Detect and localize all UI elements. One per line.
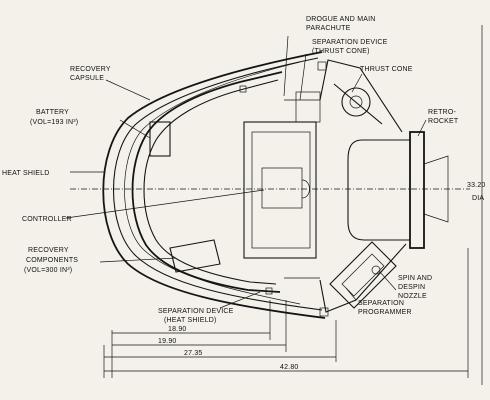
label-battery-line1: BATTERY (36, 109, 69, 116)
dimension-diameter-unit: DIA (472, 195, 484, 202)
label-sep-programmer-line2: PROGRAMMER (358, 309, 412, 316)
label-sep-thrust-line2: (THRUST CONE) (312, 48, 370, 55)
label-sep-heat-shield-line2: (HEAT SHIELD) (164, 317, 217, 324)
leader-sep-thrust (299, 53, 307, 101)
battery-block (149, 121, 171, 157)
label-drogue-line1: DROGUE AND MAIN (306, 16, 376, 23)
despin-nozzle-port (371, 265, 381, 275)
label-sep-heat-shield-line1: SEPARATION DEVICE (158, 308, 234, 315)
retro-rocket-nozzle (423, 155, 449, 223)
despin-nozzle-module (329, 241, 397, 309)
leader-recovery-capsule (105, 79, 151, 101)
label-despin-line3: NOZZLE (398, 293, 427, 300)
equipment-bay-inner (251, 131, 311, 249)
leader-thrust-cone (351, 73, 363, 93)
skin-fitting-4 (239, 85, 247, 93)
dimension-lines (103, 248, 469, 378)
parachute-pack (295, 91, 321, 123)
label-despin-line1: SPIN AND (398, 275, 432, 282)
retro-rocket-flange (409, 131, 425, 249)
heat-shield-outer (102, 51, 326, 319)
label-retro-line1: RETRO- (428, 109, 457, 116)
label-controller: CONTROLLER (22, 216, 72, 223)
controller-dome (301, 179, 310, 199)
spin-rocket-arm-upper (333, 83, 383, 125)
label-retro-line2: ROCKET (428, 118, 459, 125)
thrust-cone-wall-upper (319, 59, 403, 133)
label-battery-line2: (VOL=193 IN³) (30, 119, 78, 126)
spin-rocket-upper (341, 87, 371, 117)
label-sep-thrust-line1: SEPARATION DEVICE (312, 39, 388, 46)
equipment-bay (243, 121, 317, 259)
label-thrust-cone: THRUST CONE (360, 66, 413, 73)
dimension-d2: 19.90 (158, 338, 177, 345)
heat-shield-inner-1 (113, 57, 323, 311)
despin-nozzle-inner (341, 253, 385, 297)
label-recovery-components-line2: COMPONENTS (26, 257, 78, 264)
label-sep-programmer-line1: SEPARATION (358, 300, 404, 307)
leader-drogue (283, 35, 289, 97)
controller-box (261, 167, 303, 209)
leader-recovery-components (99, 257, 177, 263)
leader-sep-programmer (345, 287, 357, 301)
leader-controller (65, 189, 265, 219)
spin-rocket-upper-core (349, 95, 363, 109)
label-despin-line2: DESPIN (398, 284, 425, 291)
leader-despin-nozzle (379, 271, 397, 291)
label-recovery-capsule-line1: RECOVERY (70, 66, 111, 73)
retro-rocket-body (347, 139, 411, 241)
leader-retro (417, 119, 427, 137)
skin-fitting-1 (317, 61, 327, 71)
leader-battery (119, 119, 151, 139)
label-heat-shield: HEAT SHIELD (2, 170, 49, 177)
leader-sep-heat-shield (219, 291, 261, 309)
label-drogue-line2: PARACHUTE (306, 25, 351, 32)
leader-lines (65, 35, 427, 309)
thrust-cone-wall-lower (319, 243, 407, 313)
label-recovery-capsule-line2: CAPSULE (70, 75, 104, 82)
label-recovery-components-line1: RECOVERY (28, 247, 69, 254)
recovery-components-block (169, 239, 221, 273)
recovery-capsule-shell (131, 71, 283, 293)
dimension-diameter-value: 33.20 (467, 182, 486, 189)
skin-fitting-2 (319, 307, 329, 317)
dimension-d1: 18.90 (168, 326, 187, 333)
dimension-d4: 42.80 (280, 364, 299, 371)
dimension-d3: 27.35 (184, 350, 203, 357)
skin-fitting-3 (265, 287, 273, 295)
label-recovery-components-line3: (VOL=300 IN³) (24, 267, 72, 274)
recovery-capsule-inner (143, 79, 279, 285)
